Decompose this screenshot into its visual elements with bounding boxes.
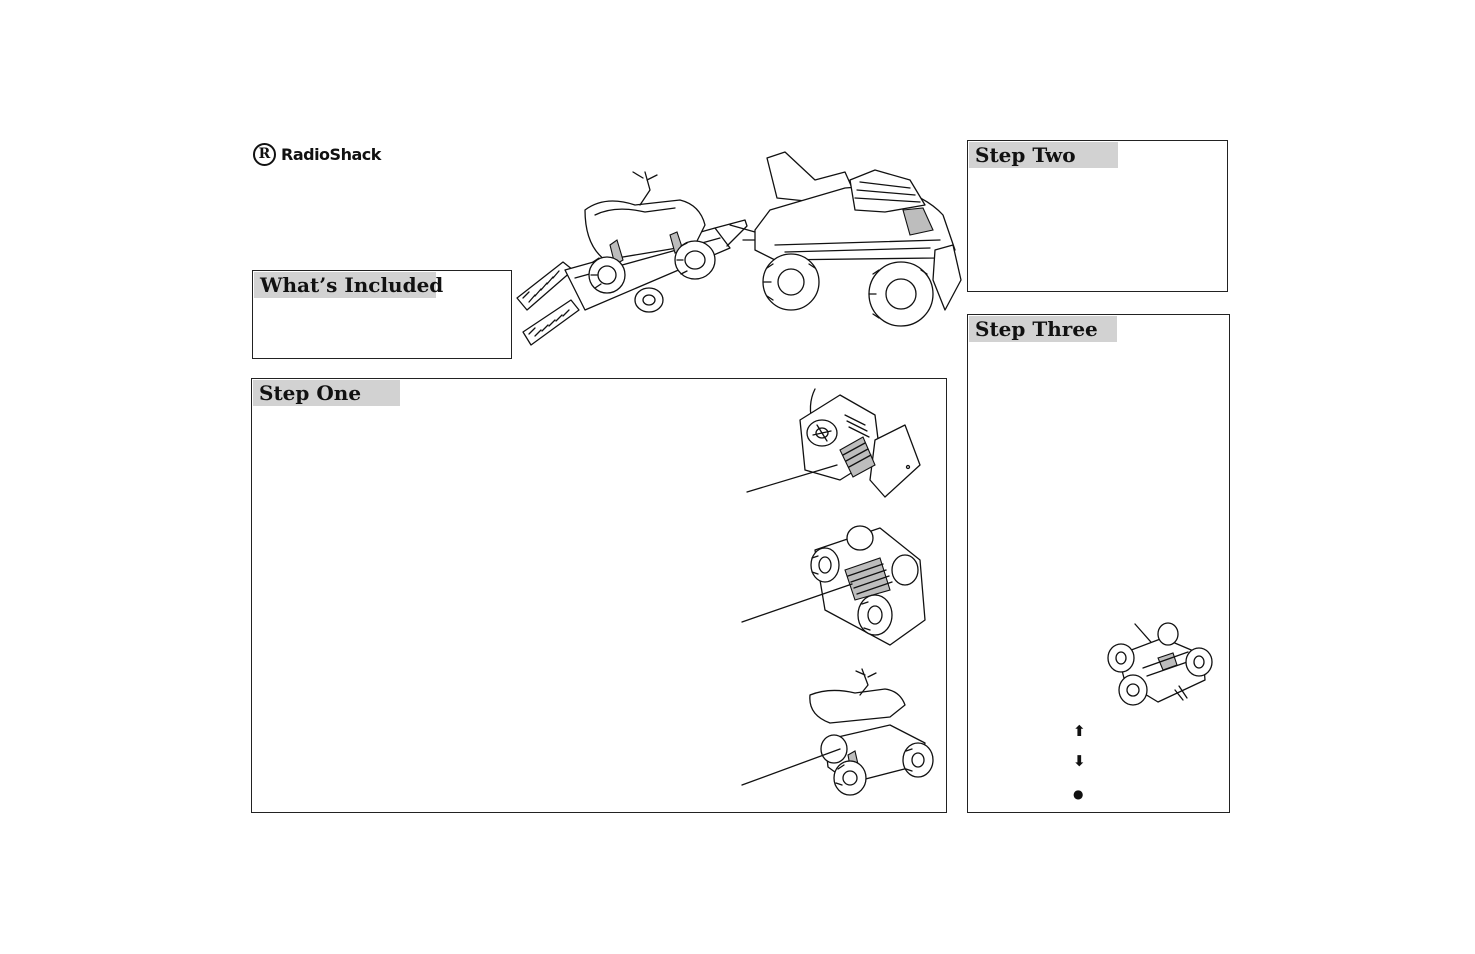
- step-three-heading: Step Three: [969, 316, 1117, 342]
- monster-truck: [754, 151, 962, 327]
- step-two-panel: Step Two: [967, 140, 1228, 292]
- remote-battery-illustration: [746, 388, 921, 498]
- truck-trailer-illustration: [516, 151, 962, 346]
- atv-switch-illustration: [1107, 622, 1213, 706]
- atv-underside-illustration: [741, 525, 926, 646]
- stop-dot-icon: ●: [1073, 787, 1084, 801]
- whats-included-heading: What’s Included: [254, 272, 443, 298]
- atv-on-trailer: [584, 171, 716, 294]
- ramp-lower: [522, 299, 580, 346]
- forward-arrow-icon: ⬆: [1073, 722, 1086, 740]
- step-two-heading: Step Two: [969, 142, 1118, 168]
- step-three-panel: Step Three: [967, 314, 1230, 813]
- step-one-heading: Step One: [253, 380, 400, 406]
- ramp-upper: [516, 261, 574, 311]
- radioshack-logo: R RadioShack: [253, 141, 381, 167]
- reverse-arrow-icon: ⬇: [1073, 752, 1086, 770]
- registered-mark-icon: R: [253, 142, 276, 166]
- brand-name: RadioShack: [281, 144, 381, 164]
- whats-included-panel: What’s Included: [252, 270, 512, 359]
- atv-body-removal-illustration: [741, 668, 934, 796]
